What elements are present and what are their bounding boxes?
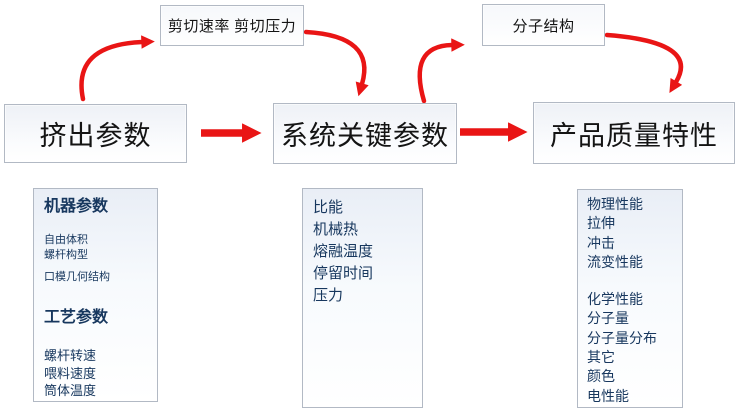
list-item: 化学性能 bbox=[587, 291, 643, 308]
physical-properties-group: 物理性能 拉伸 冲击 流变性能 bbox=[587, 195, 678, 272]
list-item: 停留时间 bbox=[313, 265, 374, 282]
list-item: 拉伸 bbox=[587, 215, 615, 232]
product-quality-box: 产品质量特性 bbox=[533, 102, 735, 164]
list-item: 分子量 bbox=[587, 310, 629, 327]
list-item: 自由体积 bbox=[44, 234, 88, 246]
shear-label-text: 剪切速率 剪切压力 bbox=[167, 19, 297, 35]
system-detail-list: 比能 机械热 熔融温度 停留时间 压力 bbox=[302, 188, 423, 408]
system-key-parameters-box: 系统关键参数 bbox=[273, 103, 457, 164]
machine-parameters-items: 自由体积 螺杆构型 口模几何结构 bbox=[44, 233, 153, 285]
machine-parameters-heading: 机器参数 bbox=[44, 198, 109, 215]
list-item: 口模几何结构 bbox=[44, 271, 110, 283]
curved-arrow-extrusion-to-shear-label bbox=[79, 35, 155, 102]
list-item: 颜色 bbox=[587, 368, 615, 385]
list-item: 喂料速度 bbox=[44, 365, 97, 381]
curved-arrow-system-to-molecular-label bbox=[417, 38, 465, 104]
list-item: 电性能 bbox=[587, 387, 629, 404]
process-parameters-items: 螺杆转速 喂料速度 筒体温度 bbox=[44, 347, 153, 400]
product-quality-title: 产品质量特性 bbox=[550, 120, 718, 151]
list-item: 螺杆转速 bbox=[44, 348, 97, 363]
extrusion-parameters-title: 挤出参数 bbox=[39, 121, 152, 151]
process-parameters-heading: 工艺参数 bbox=[44, 309, 109, 326]
list-item: 机械热 bbox=[313, 221, 359, 238]
list-item: 比能 bbox=[313, 199, 344, 216]
list-item: 流变性能 bbox=[587, 253, 643, 270]
molecular-structure-label-box: 分子结构 bbox=[482, 4, 605, 46]
list-item: 物理性能 bbox=[587, 196, 643, 212]
list-item: 筒体温度 bbox=[44, 383, 97, 398]
list-item: 分子量分布 bbox=[587, 329, 657, 346]
extrusion-detail-list: 机器参数 自由体积 螺杆构型 口模几何结构 工艺参数 螺杆转速 喂料速度 筒体温… bbox=[33, 188, 158, 402]
shear-rate-pressure-label-box: 剪切速率 剪切压力 bbox=[160, 5, 304, 46]
chemical-properties-group: 化学性能 分子量 分子量分布 其它 颜色 电性能 bbox=[587, 290, 678, 406]
list-item: 压力 bbox=[313, 287, 344, 304]
molecular-label-text: 分子结构 bbox=[512, 18, 575, 35]
system-key-parameters-title: 系统关键参数 bbox=[281, 121, 449, 151]
list-item: 熔融温度 bbox=[313, 243, 374, 260]
quality-detail-list: 物理性能 拉伸 冲击 流变性能 化学性能 分子量 分子量分布 其它 颜色 电性能 bbox=[577, 189, 683, 408]
extrusion-parameters-box: 挤出参数 bbox=[4, 104, 187, 163]
curved-arrow-shear-label-to-system bbox=[303, 29, 369, 97]
list-item: 螺杆构型 bbox=[44, 249, 88, 261]
curved-arrow-molecular-label-to-quality bbox=[604, 32, 683, 94]
list-item: 冲击 bbox=[587, 234, 615, 251]
list-item: 其它 bbox=[587, 349, 615, 366]
